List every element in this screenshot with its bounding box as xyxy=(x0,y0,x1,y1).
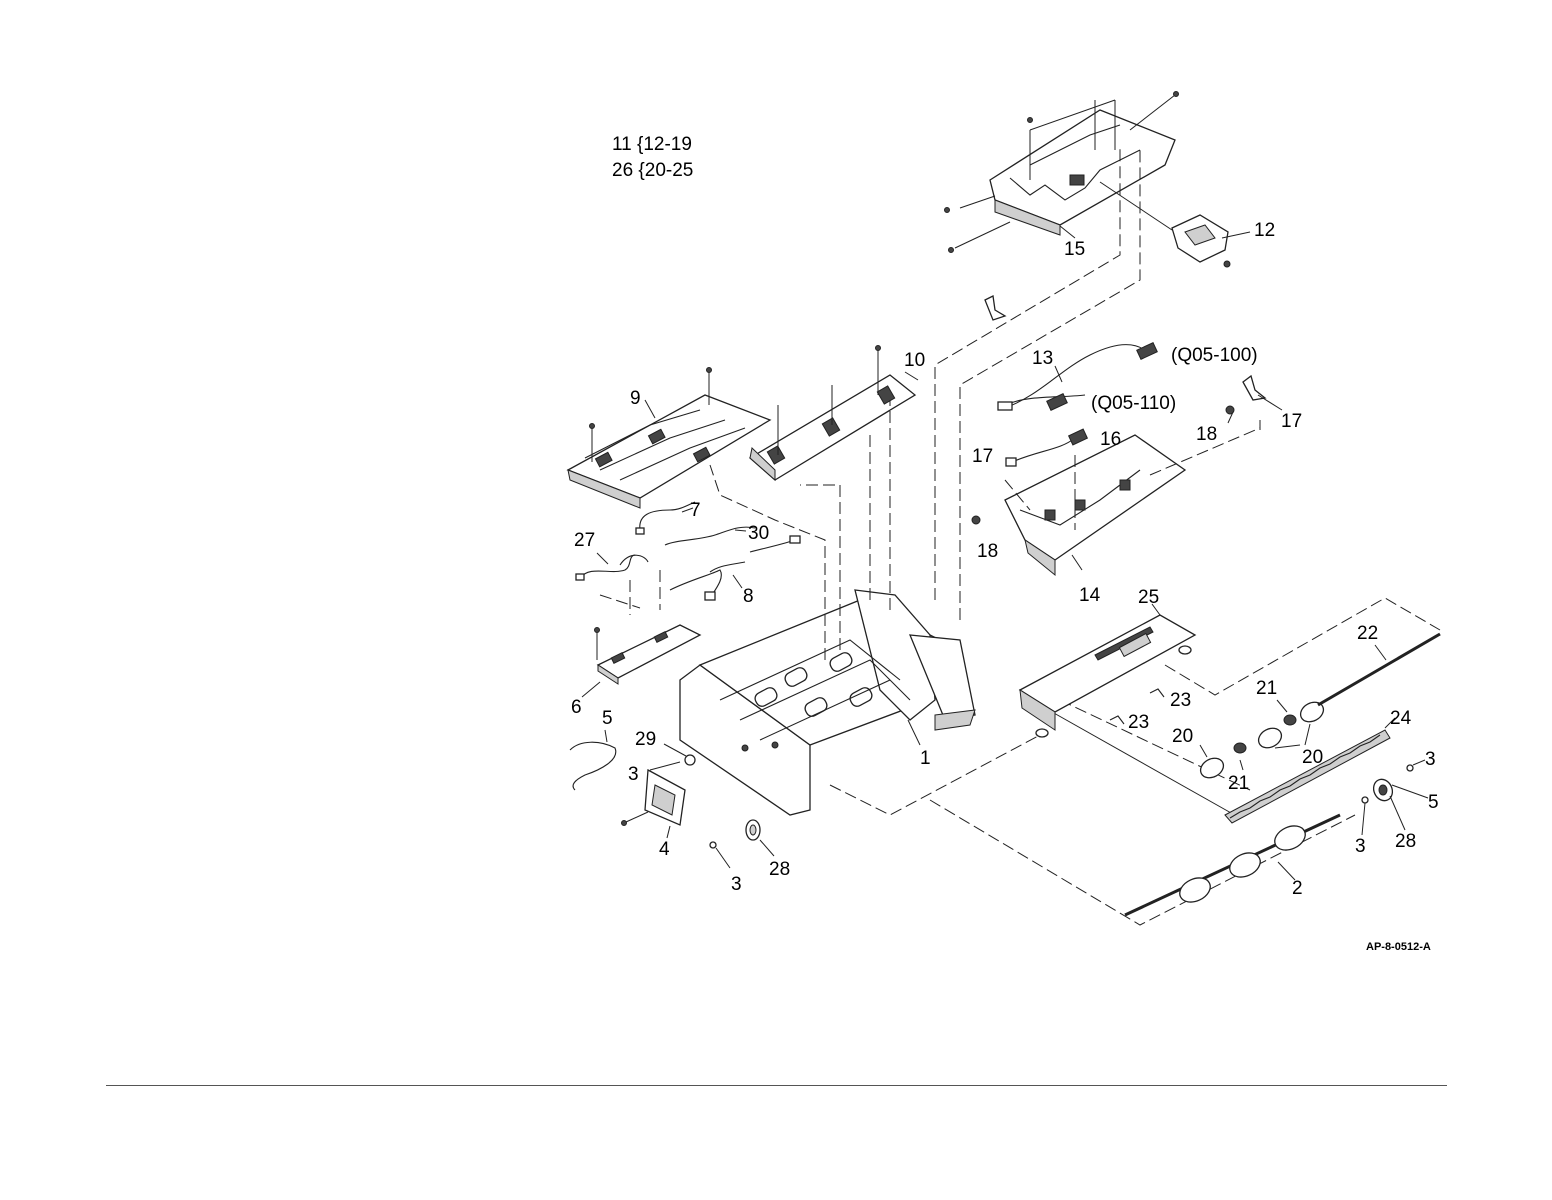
callout-3-right-lower: 3 xyxy=(1355,836,1366,857)
callout-17-right: 17 xyxy=(1281,411,1302,432)
callout-22: 22 xyxy=(1357,623,1378,644)
callout-8: 8 xyxy=(743,586,754,607)
callout-6: 6 xyxy=(571,697,582,718)
part-10-guide xyxy=(750,346,918,481)
part-24-brush xyxy=(1225,718,1395,823)
callout-28-right: 28 xyxy=(1395,831,1416,852)
part-2-shaft xyxy=(1125,815,1340,915)
part-1-main-frame xyxy=(680,590,975,815)
callout-5-left: 5 xyxy=(602,708,613,729)
callout-23-lower: 23 xyxy=(1128,712,1149,733)
callout-15: 15 xyxy=(1064,239,1085,260)
callout-12: 12 xyxy=(1254,220,1275,241)
part-15-cover xyxy=(945,92,1179,253)
callout-21-lower: 21 xyxy=(1228,773,1249,794)
callout-20-left: 20 xyxy=(1172,726,1193,747)
callout-17-left: 17 xyxy=(972,446,993,467)
callout-18-left: 18 xyxy=(977,541,998,562)
callout-3-left: 3 xyxy=(628,764,639,785)
assembly-lines xyxy=(600,145,1440,925)
callout-labels: 1 2 3 3 3 3 4 5 5 6 7 8 9 10 12 13 14 15… xyxy=(571,220,1439,899)
part-22-shaft xyxy=(1318,634,1440,705)
callout-1: 1 xyxy=(920,748,931,769)
callout-21-upper: 21 xyxy=(1256,678,1277,699)
callout-2: 2 xyxy=(1292,878,1303,899)
callout-18-right: 18 xyxy=(1196,424,1217,445)
reference-q05-100: (Q05-100) xyxy=(1171,345,1258,366)
part-9-cover xyxy=(568,368,770,509)
callout-3-right-upper: 3 xyxy=(1425,749,1436,770)
callout-9: 9 xyxy=(630,388,641,409)
callout-5-right: 5 xyxy=(1428,792,1439,813)
callout-30: 30 xyxy=(748,523,769,544)
callout-14: 14 xyxy=(1079,585,1101,606)
rollers-20-21 xyxy=(1197,698,1327,781)
callout-29: 29 xyxy=(635,729,656,750)
callout-20-right: 20 xyxy=(1302,747,1323,768)
part-12-bracket xyxy=(1100,182,1250,267)
callout-10: 10 xyxy=(904,350,925,371)
part-14-frame xyxy=(1005,420,1260,575)
figure-id: AP-8-0512-A xyxy=(1366,941,1431,953)
callout-3-bottom: 3 xyxy=(731,874,742,895)
callout-7: 7 xyxy=(690,500,701,521)
callout-13: 13 xyxy=(1032,348,1053,369)
footer-divider xyxy=(106,1085,1447,1086)
callout-4: 4 xyxy=(659,839,670,860)
callout-23-upper: 23 xyxy=(1170,690,1191,711)
reference-q05-110: (Q05-110) xyxy=(1091,393,1176,414)
callout-25: 25 xyxy=(1138,587,1159,608)
callout-28-left: 28 xyxy=(769,859,790,880)
part-28-3-5-right xyxy=(1362,760,1428,835)
callout-16: 16 xyxy=(1100,429,1121,450)
callout-27: 27 xyxy=(574,530,595,551)
part-25-tray xyxy=(1020,604,1195,737)
callout-24: 24 xyxy=(1390,708,1412,729)
